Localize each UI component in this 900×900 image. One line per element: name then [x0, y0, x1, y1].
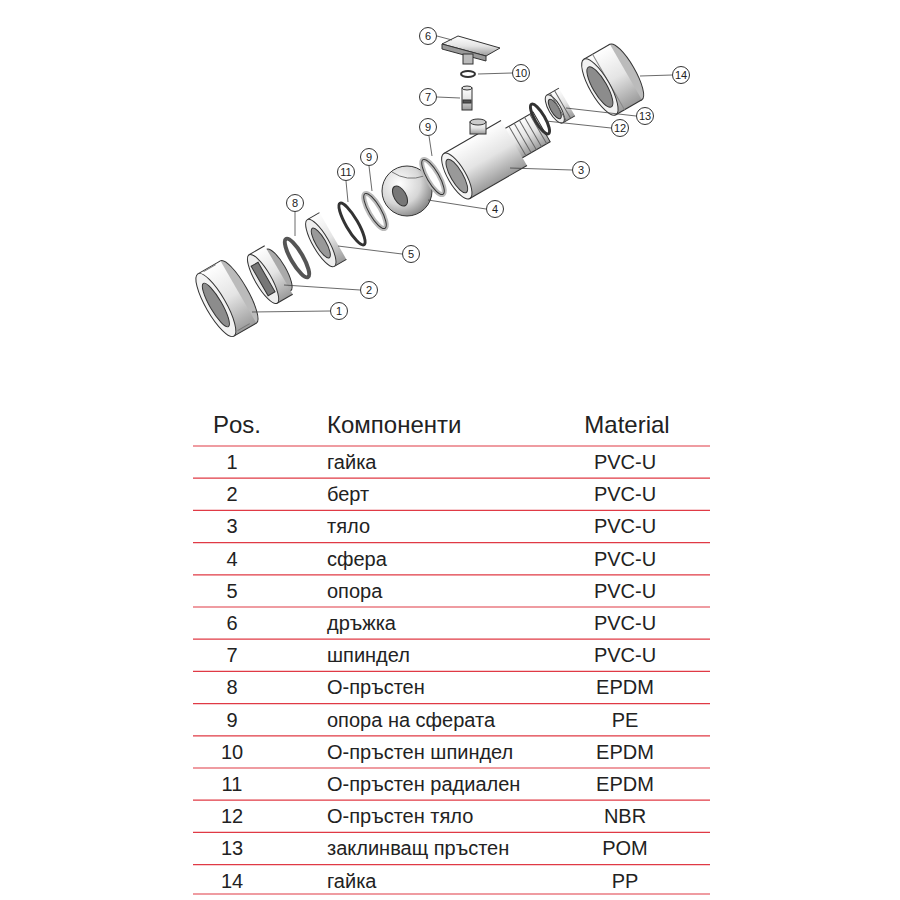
callout-number: 13 [636, 107, 654, 125]
table-cell: EPDM [596, 773, 654, 795]
table-cell: EPDM [596, 741, 654, 763]
table-cell: PP [612, 870, 639, 892]
table-cell: PVC-U [594, 483, 656, 505]
table-cell: EPDM [596, 676, 654, 698]
table-cell: 3 [226, 515, 237, 537]
table-cell: PE [612, 709, 639, 731]
table-cell: PVC-U [594, 644, 656, 666]
callout-number: 9 [360, 148, 378, 166]
table-cell: NBR [604, 805, 646, 827]
table-cell: PVC-U [594, 612, 656, 634]
callout-number: 5 [402, 245, 420, 263]
table-cell: опора на сферата [327, 709, 495, 731]
table-cell: заклинващ пръстен [327, 837, 509, 859]
table-cell: 4 [226, 548, 237, 570]
table-cell: опора [327, 580, 382, 602]
table-cell: PVC-U [594, 451, 656, 473]
table-cell: PVC-U [594, 515, 656, 537]
table-cell: 10 [221, 741, 243, 763]
table-header: Компоненти [327, 412, 461, 438]
table-cell: О-пръстен шпиндел [327, 741, 513, 763]
callout-number: 9 [419, 118, 437, 136]
table-cell: 2 [226, 483, 237, 505]
callout-number: 11 [337, 163, 355, 181]
table-cell: 9 [226, 709, 237, 731]
table-cell: PVC-U [594, 580, 656, 602]
table-cell: 14 [221, 870, 243, 892]
callout-number: 4 [486, 200, 504, 218]
table-header: Pos. [213, 412, 261, 438]
callout-number: 8 [286, 194, 304, 212]
callout-number: 6 [419, 27, 437, 45]
table-cell: шпиндел [327, 644, 410, 666]
table-cell: О-пръстен [327, 676, 425, 698]
table-cell: 1 [226, 451, 237, 473]
table-header: Material [584, 412, 669, 438]
table-cell: гайка [327, 451, 376, 473]
callout-number: 2 [360, 281, 378, 299]
table-cell: гайка [327, 870, 376, 892]
callout-number: 10 [512, 64, 530, 82]
table-cell: 7 [226, 644, 237, 666]
table-rules [193, 446, 710, 894]
callout-number: 14 [672, 66, 690, 84]
table-cell: О-пръстен радиален [327, 773, 520, 795]
table-cell: сфера [327, 548, 387, 570]
table-cell: 8 [226, 676, 237, 698]
table-cell: PVC-U [594, 548, 656, 570]
table-cell: POM [602, 837, 648, 859]
callout-number: 3 [572, 161, 590, 179]
table-cell: 13 [221, 837, 243, 859]
table-cell: тяло [327, 515, 370, 537]
table-cell: 11 [222, 773, 243, 795]
callout-number: 12 [611, 119, 629, 137]
table-cell: дръжка [327, 612, 396, 634]
callout-number: 7 [419, 88, 437, 106]
table-cell: 12 [221, 805, 243, 827]
table-cell: 5 [226, 580, 237, 602]
table-cell: 6 [226, 612, 237, 634]
callout-number: 1 [330, 302, 348, 320]
table-cell: О-пръстен тяло [327, 805, 473, 827]
table-cell: берт [327, 483, 369, 505]
